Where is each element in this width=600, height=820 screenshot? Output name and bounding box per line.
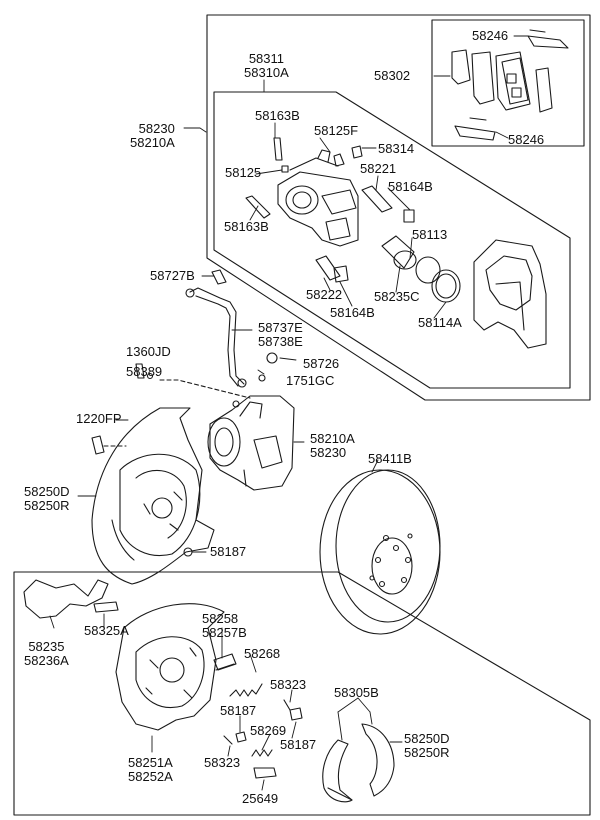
- part-label-58268: 58268: [244, 646, 281, 661]
- part-label-58269: 58269: [250, 723, 287, 738]
- brake-pad-set: [451, 29, 569, 141]
- part-label-1360JD: 1360JD: [126, 344, 171, 359]
- part-label-58252A: 58252A: [128, 769, 173, 784]
- backing-plate: [91, 407, 215, 585]
- part-label-group-58737E: 58737E 58738E: [258, 321, 303, 349]
- part-label-58250R-top: 58250R: [24, 498, 70, 513]
- part-label-58314: 58314: [378, 141, 415, 156]
- bolt-1220FP: [91, 435, 105, 455]
- part-label-58727B: 58727B: [150, 268, 195, 283]
- part-label-58250R-bottom: 58250R: [404, 745, 450, 760]
- part-label-group-58235: 58235 58236A: [24, 640, 69, 668]
- part-label-58258: 58258: [202, 611, 239, 626]
- part-label-58113: 58113: [412, 227, 448, 242]
- part-label-58738E: 58738E: [258, 334, 303, 349]
- part-label-58236A: 58236A: [24, 653, 69, 668]
- part-label-58210A-top: 58210A: [130, 135, 175, 150]
- brake-disc: [319, 469, 441, 635]
- caliper-housing: [277, 149, 359, 247]
- part-label-group-58250D-bottom: 58250D 58250R: [404, 732, 450, 760]
- part-label-58210A-mid: 58210A: [310, 431, 355, 446]
- bolt-58389: [135, 363, 145, 379]
- part-label-group-58311: 58311 58310A: [244, 52, 289, 80]
- part-label-58737E: 58737E: [258, 320, 303, 335]
- part-label-58125F: 58125F: [314, 123, 359, 138]
- piston-seal: [415, 256, 441, 284]
- part-label-group-58251A: 58251A 58252A: [128, 756, 173, 784]
- part-label-58230-top: 58230: [138, 121, 175, 136]
- part-label-58222: 58222: [306, 287, 343, 302]
- caliper-carrier: [473, 239, 547, 349]
- part-label-58310A: 58310A: [244, 65, 289, 80]
- leader-lines: [49, 35, 529, 791]
- part-label-group-58250D-top: 58250D 58250R: [24, 485, 70, 513]
- part-label-58164B-top: 58164B: [388, 179, 433, 194]
- pin-58323-left: [223, 735, 233, 745]
- caliper-assembly-frame: [206, 14, 591, 401]
- part-label-group-58210A-mid: 58210A 58230: [310, 432, 355, 460]
- part-label-58187-left: 58187: [220, 703, 257, 718]
- brake-hose: [185, 269, 247, 388]
- part-label-58187-right: 58187: [280, 737, 317, 752]
- part-label-58250D-bottom: 58250D: [404, 731, 450, 746]
- part-label-58411B: 58411B: [368, 451, 412, 466]
- parking-brake-shoes: [322, 723, 395, 803]
- part-label-58726: 58726: [303, 356, 340, 371]
- part-label-58250D-top: 58250D: [24, 484, 70, 499]
- caliper-bolts: [245, 137, 415, 283]
- part-label-58302: 58302: [374, 68, 411, 83]
- part-label-58311: 58311: [248, 51, 284, 66]
- pad-kit-frame: [431, 19, 585, 147]
- part-label-58230-mid: 58230: [310, 445, 347, 460]
- part-label-58187-mid: 58187: [210, 544, 247, 559]
- part-label-58305B: 58305B: [334, 685, 379, 700]
- part-label-58235: 58235: [28, 639, 65, 654]
- part-label-58246-top: 58246: [472, 28, 509, 43]
- part-label-58325A: 58325A: [84, 623, 129, 638]
- spring-58268: [229, 683, 263, 697]
- shield-58235: [23, 579, 109, 619]
- part-label-58246-bottom: 58246: [508, 132, 545, 147]
- pin-58323-right: [283, 699, 291, 711]
- part-label-58221: 58221: [360, 161, 397, 176]
- part-label-58235C: 58235C: [374, 289, 420, 304]
- part-label-58323-left: 58323: [204, 755, 241, 770]
- grommet-58325A: [93, 601, 119, 613]
- part-label-58125: 58125: [225, 165, 262, 180]
- part-label-1751GC: 1751GC: [286, 373, 335, 388]
- part-label-58251A: 58251A: [128, 755, 173, 770]
- parking-brake-backing-plate: [115, 603, 225, 731]
- part-label-group-58258: 58258 58257B: [202, 612, 247, 640]
- part-label-58389: 58389: [126, 364, 163, 379]
- part-label-58257B: 58257B: [202, 625, 247, 640]
- clip-1360JD: [146, 372, 154, 380]
- part-label-58164B-bottom: 58164B: [330, 305, 375, 320]
- part-label-25649: 25649: [242, 791, 279, 806]
- adjuster-58258: [213, 653, 237, 671]
- part-label-58323-right: 58323: [270, 677, 307, 692]
- part-label-58163B-bottom: 58163B: [224, 219, 269, 234]
- part-label-1220FP: 1220FP: [76, 411, 122, 426]
- parking-brake-frame: [13, 571, 591, 816]
- bleeder-screw: [266, 352, 278, 364]
- caliper-assembly-middle: [207, 395, 295, 491]
- part-label-58163B-top: 58163B: [255, 108, 300, 123]
- spring-58269: [251, 749, 273, 757]
- caliper-piston: [381, 235, 417, 270]
- cup-58187-left: [235, 731, 247, 743]
- cup-58187-right: [289, 707, 303, 721]
- strut-25649: [253, 767, 277, 779]
- part-label-58114A: 58114A: [418, 315, 462, 330]
- part-label-group-58230-top: 58230 58210A: [130, 122, 175, 150]
- caliper-subassembly-frame: [213, 91, 571, 389]
